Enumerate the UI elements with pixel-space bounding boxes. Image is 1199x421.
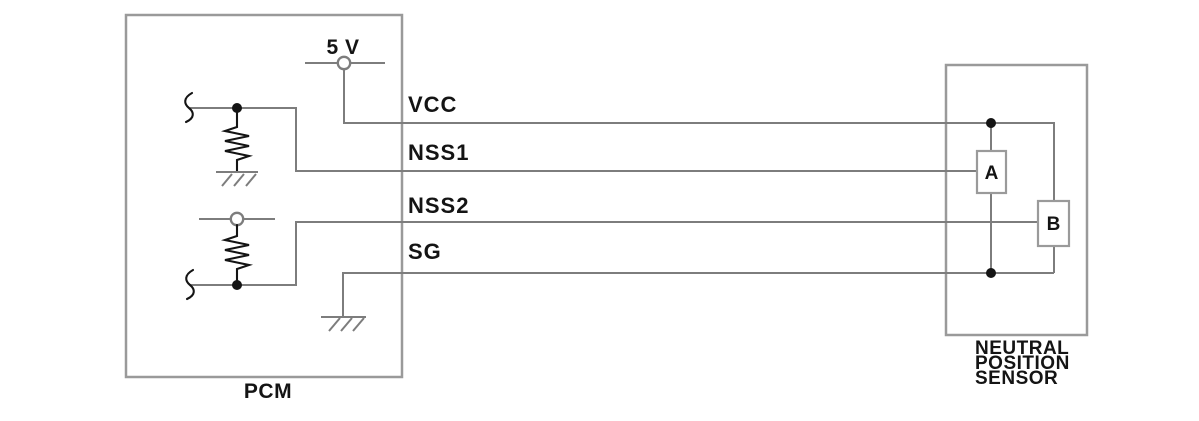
sensor-label: NEUTRAL POSITION SENSOR (975, 338, 1070, 389)
wires (190, 69, 1055, 316)
resistor-symbol-upper (220, 110, 254, 174)
junction-dot (232, 280, 242, 290)
sensor-label-line2: POSITION (975, 353, 1070, 374)
sensor-label-line1: NEUTRAL (975, 338, 1069, 359)
wire-nss1 (190, 107, 977, 172)
neutral-position-sensor-box (944, 63, 1089, 337)
sensor-element-b-label: B (1047, 214, 1061, 235)
sensor-element-b-box (1036, 199, 1071, 248)
sensor-internals: A B (975, 118, 1071, 278)
supply-terminal (305, 55, 385, 71)
pin-label-vcc: VCC (408, 92, 457, 117)
pin-label-nss1: NSS1 (408, 140, 469, 165)
sensor-element-a-box (975, 149, 1008, 195)
wire-vcc (343, 69, 1055, 201)
pcm-label: PCM (244, 380, 292, 403)
wire-break-symbol-upper (184, 91, 194, 124)
lower-terminal-circle (229, 211, 245, 227)
resistor-symbol-lower (220, 223, 254, 283)
ground-hatches (221, 173, 257, 187)
supply-voltage-label: 5 V (326, 36, 359, 59)
ground-symbol-upper (216, 171, 258, 187)
pcm-box (124, 13, 404, 379)
junction-dot (232, 103, 242, 113)
wire-nss2 (190, 221, 1038, 286)
nss1-resistor-network (184, 91, 258, 187)
pin-label-sg: SG (408, 239, 442, 264)
sensor-element-a-label: A (985, 163, 999, 184)
pin-label-nss2: NSS2 (408, 193, 469, 218)
wire-sg (342, 272, 1054, 316)
supply-terminal-circle (336, 55, 352, 71)
wire-break-symbol-lower (185, 268, 195, 301)
junction-dot (986, 268, 996, 278)
junction-dot (986, 118, 996, 128)
nss2-resistor-network (185, 211, 275, 301)
ground-hatches (328, 317, 365, 332)
sensor-label-line3: SENSOR (975, 368, 1058, 389)
sg-ground-symbol (321, 316, 366, 332)
